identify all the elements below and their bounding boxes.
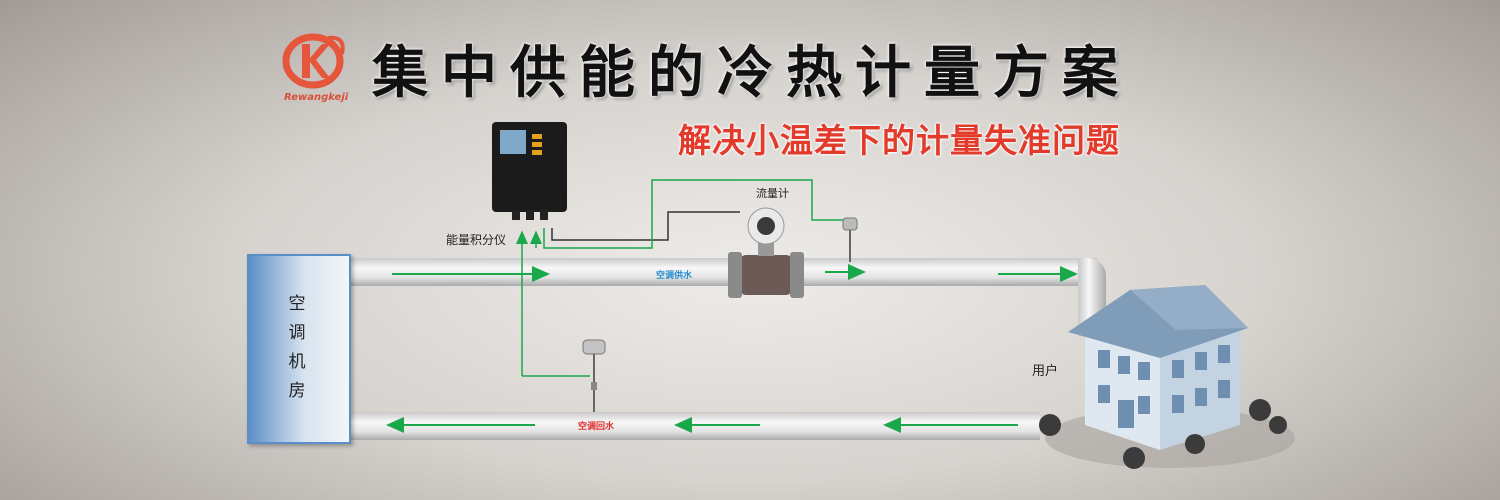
page-subtitle: 解决小温差下的计量失准问题 (678, 121, 1120, 160)
machine-room-box (247, 254, 351, 444)
return-temperature-sensor-icon (582, 339, 606, 412)
supply-temperature-sensor-icon (842, 217, 858, 262)
logo-icon (282, 33, 345, 89)
energy-integrator-icon (492, 122, 567, 220)
signal-lines (516, 179, 846, 377)
machine-room-label: 空调机房 (288, 294, 306, 401)
flow-arrows (386, 264, 1078, 433)
supply-pipe-label: 空调供水 (656, 271, 693, 281)
house-icon (1039, 285, 1295, 469)
user-label: 用户 (1032, 364, 1059, 379)
flowmeter-label: 流量计 (756, 187, 789, 200)
integrator-label: 能量积分仪 (446, 233, 507, 247)
flowmeter-icon (728, 207, 804, 298)
return-pipe-label: 空调回水 (578, 422, 615, 432)
logo-text: Rewangkeji (284, 92, 349, 103)
supply-pipe (350, 258, 1098, 286)
page-title: 集中供能的冷热计量方案 (372, 41, 1131, 106)
